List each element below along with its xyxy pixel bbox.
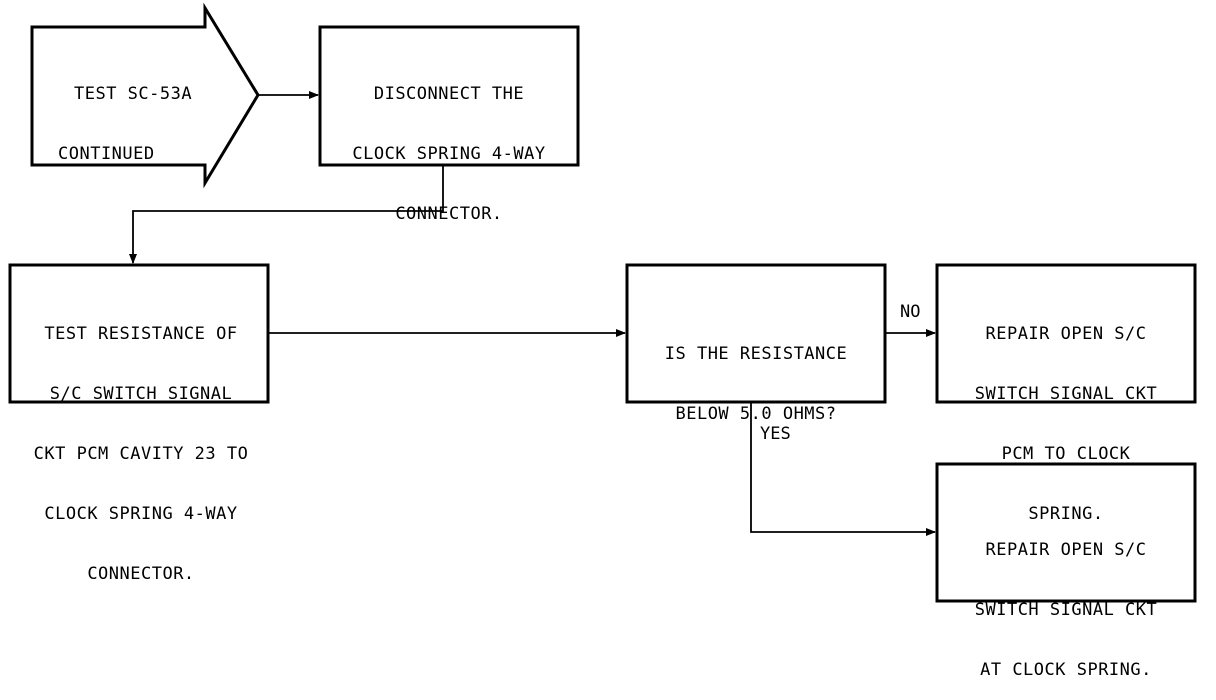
repair-pcm-box <box>935 263 1197 404</box>
disconnect-text: DISCONNECT THE CLOCK SPRING 4-WAY CONNEC… <box>338 44 560 244</box>
repair-clock-line-2: SWITCH SIGNAL CKT <box>974 600 1158 620</box>
edge-decision-yes <box>750 402 936 536</box>
repair-pcm-line-3: PCM TO CLOCK <box>1001 444 1131 464</box>
decision-box <box>625 263 887 404</box>
yes-label: YES <box>760 424 791 444</box>
start-line-1: TEST SC-53A <box>74 84 193 104</box>
edge-disconnect-to-test <box>129 165 444 264</box>
start-text: TEST SC-53A CONTINUED <box>58 44 192 184</box>
repair-pcm-text: REPAIR OPEN S/C SWITCH SIGNAL CKT PCM TO… <box>948 284 1184 544</box>
start-block-arrow <box>30 2 260 189</box>
test-line-1: TEST RESISTANCE OF <box>44 324 238 344</box>
disconnect-box <box>318 25 580 167</box>
decision-line-2: BELOW 5.0 OHMS? <box>675 404 837 424</box>
test-resistance-text: TEST RESISTANCE OF S/C SWITCH SIGNAL CKT… <box>26 284 256 604</box>
repair-clock-text: REPAIR OPEN S/C SWITCH SIGNAL CKT AT CLO… <box>948 500 1184 700</box>
repair-pcm-line-2: SWITCH SIGNAL CKT <box>974 384 1158 404</box>
no-label: NO <box>900 302 921 322</box>
disconnect-line-3: CONNECTOR. <box>395 204 503 224</box>
decision-line-1: IS THE RESISTANCE <box>664 344 848 364</box>
repair-pcm-line-1: REPAIR OPEN S/C <box>985 324 1147 344</box>
test-line-2: S/C SWITCH SIGNAL <box>49 384 233 404</box>
decision-text: IS THE RESISTANCE BELOW 5.0 OHMS? <box>640 304 872 444</box>
start-line-2: CONTINUED <box>58 144 155 164</box>
repair-pcm-line-4: SPRING. <box>1028 504 1104 524</box>
repair-clock-line-1: REPAIR OPEN S/C <box>985 540 1147 560</box>
test-line-3: CKT PCM CAVITY 23 TO <box>33 444 249 464</box>
repair-clock-line-3: AT CLOCK SPRING. <box>980 660 1152 680</box>
test-line-4: CLOCK SPRING 4-WAY <box>44 504 238 524</box>
test-line-5: CONNECTOR. <box>87 564 195 584</box>
flowchart <box>8 2 1197 603</box>
repair-clock-box <box>935 462 1197 603</box>
test-resistance-box <box>8 263 270 404</box>
disconnect-line-2: CLOCK SPRING 4-WAY <box>352 144 546 164</box>
disconnect-line-1: DISCONNECT THE <box>373 84 525 104</box>
